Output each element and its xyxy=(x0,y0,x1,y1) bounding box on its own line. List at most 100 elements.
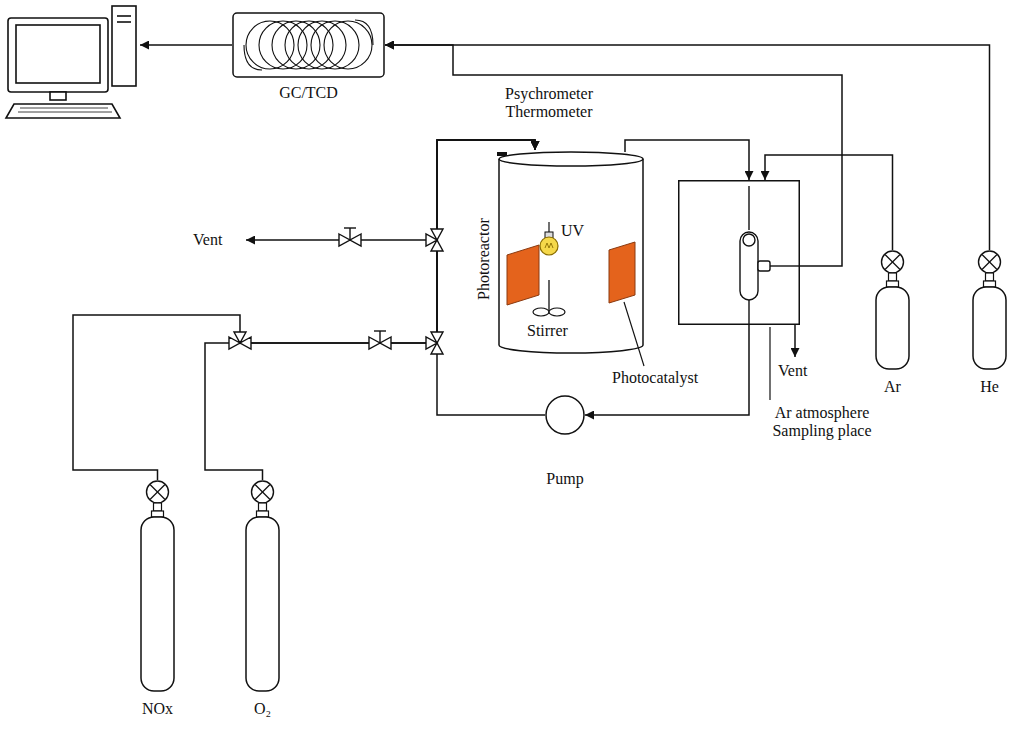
drawing-part xyxy=(259,503,267,511)
gc-outline xyxy=(232,12,385,78)
drawing-part xyxy=(549,308,565,316)
gas-line xyxy=(385,45,842,266)
drawing-part xyxy=(255,485,270,500)
drawing-part xyxy=(426,332,443,354)
drawing-part xyxy=(255,485,270,500)
drawing-part xyxy=(117,21,131,23)
drawing-part xyxy=(986,273,994,281)
three-way-valve xyxy=(426,229,443,251)
drawing-part xyxy=(16,25,100,83)
drawing-part xyxy=(259,21,307,69)
drawing-part xyxy=(426,229,443,251)
reactor-outline xyxy=(497,150,645,355)
drawing-part xyxy=(979,251,1001,273)
drawing-part xyxy=(50,92,66,100)
drawing-part xyxy=(298,21,346,69)
drawing-part xyxy=(246,517,279,691)
gas-cylinder: He xyxy=(972,250,1007,370)
drawing-part xyxy=(984,281,996,287)
drawing-part xyxy=(758,261,770,271)
leader-line xyxy=(624,302,644,366)
drawing-part xyxy=(379,331,380,343)
gas-cylinder: O₂ xyxy=(245,480,280,692)
drawing-part xyxy=(499,345,643,353)
drawing-part xyxy=(889,273,897,281)
gas-cylinder: Ar xyxy=(875,250,910,370)
node-label: Ar xyxy=(884,378,901,396)
cyl-outline xyxy=(972,250,1007,370)
drawing-part xyxy=(147,481,169,503)
drawing-part xyxy=(246,21,294,69)
gas-line xyxy=(437,140,545,415)
drawing-part xyxy=(679,181,800,325)
photoreactor-vessel: Photoreactor xyxy=(497,150,645,355)
pump-symbol: Pump xyxy=(545,395,585,435)
drawing-part xyxy=(545,243,553,248)
drawing-part xyxy=(152,511,164,517)
drawing-part xyxy=(150,485,165,500)
needle-valve xyxy=(339,228,361,246)
sampling-chamber: Ar atmosphere Sampling place xyxy=(678,180,800,325)
drawing-part xyxy=(324,21,372,69)
drawing-part xyxy=(609,242,635,303)
drawing-part xyxy=(748,300,749,325)
drawing-part xyxy=(743,234,755,246)
drawing-part xyxy=(982,255,997,270)
drawing-part xyxy=(876,287,909,369)
node-label: Pump xyxy=(546,470,583,488)
drawing-part xyxy=(252,481,274,503)
drawing-part xyxy=(349,228,350,240)
node-label: Photoreactor xyxy=(475,218,493,300)
drawing-part xyxy=(285,21,333,69)
part-label: Stirrer xyxy=(527,322,568,340)
drawing-part xyxy=(507,245,539,305)
drawing-part xyxy=(257,511,269,517)
pump-outline xyxy=(545,395,585,435)
box-outline xyxy=(678,180,800,325)
drawing-part xyxy=(112,6,136,86)
node-label: Ar atmosphere Sampling place xyxy=(760,404,884,439)
drawing-part xyxy=(117,15,131,17)
drawing-part xyxy=(533,308,549,316)
drawing-part xyxy=(548,280,549,310)
part-label: Vent xyxy=(778,362,807,380)
drawing-part xyxy=(498,159,500,345)
node-label: He xyxy=(980,378,999,396)
drawing-part xyxy=(272,21,320,69)
drawing-part xyxy=(540,237,558,255)
drawing-part xyxy=(973,287,1006,369)
drawing-part xyxy=(374,330,386,331)
signal-arrow xyxy=(140,44,232,46)
part-label: Vent xyxy=(193,231,222,249)
gas-line xyxy=(585,325,749,415)
drawing-part xyxy=(546,396,584,434)
cyl-outline xyxy=(140,480,175,692)
drawing-part xyxy=(885,255,900,270)
drawing-part xyxy=(740,232,758,300)
drawing-part xyxy=(982,255,997,270)
cyl-outline xyxy=(875,250,910,370)
drawing-part xyxy=(244,45,262,70)
sampling-tube xyxy=(740,186,800,325)
gas-cylinder: NOx xyxy=(140,480,175,692)
drawing-part xyxy=(8,18,108,92)
drawing-part xyxy=(770,265,800,266)
drawing-part xyxy=(150,485,165,500)
drawing-part xyxy=(882,251,904,273)
drawing-part xyxy=(154,503,162,511)
needle-valve xyxy=(369,331,391,349)
drawing-part xyxy=(499,152,643,166)
drawing-part xyxy=(642,159,644,345)
gc-tcd-box: GC/TCD xyxy=(232,12,385,78)
drawing-part xyxy=(748,186,749,230)
drawing-part xyxy=(311,21,359,69)
gas-line xyxy=(205,140,535,480)
gas-line xyxy=(73,140,535,480)
leader-line xyxy=(769,327,770,400)
drawing-part xyxy=(885,255,900,270)
part-label: Psychrometer Thermometer xyxy=(493,85,605,122)
node-label: NOx xyxy=(142,700,173,718)
drawing-part xyxy=(18,108,112,112)
drawing-part xyxy=(6,104,120,118)
three-way-valve xyxy=(229,332,251,349)
